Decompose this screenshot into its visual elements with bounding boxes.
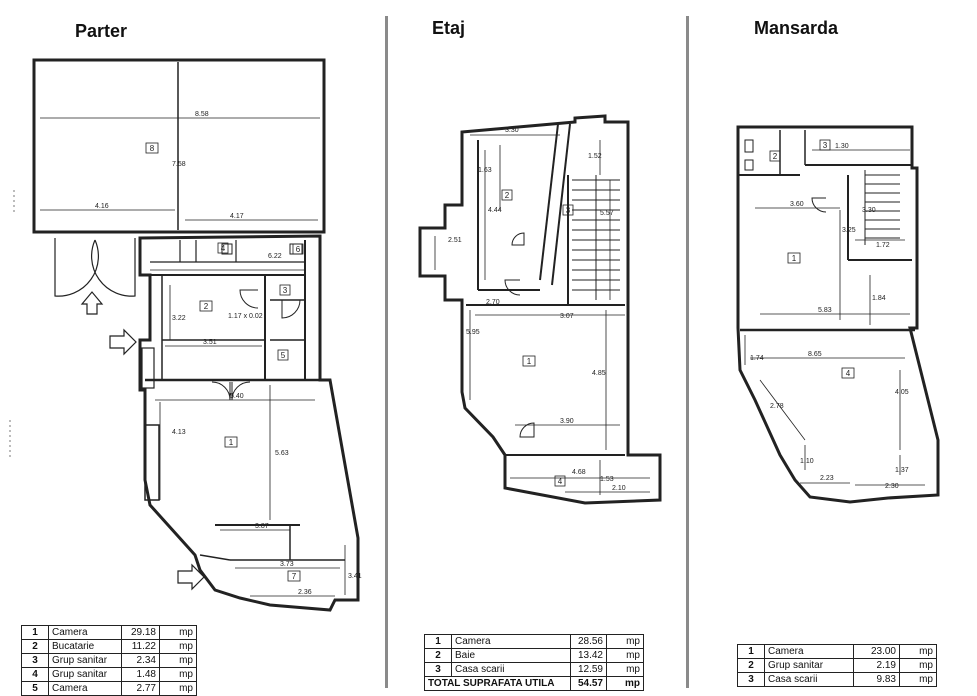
mansarda-dim-865: 8.65 [808, 351, 822, 358]
mansarda-dim-583: 5.83 [818, 307, 832, 314]
parter-dim-622: 6.22 [268, 253, 282, 260]
parter-dimensions: 8.58 7.58 4.16 4.17 3.22 1.17 x 0.02 3.5… [95, 111, 362, 596]
parter-room-1-label: 1 [229, 438, 234, 447]
parter-dim-341: 3.41 [348, 573, 362, 580]
mansarda-outline [736, 125, 940, 504]
mansarda-dim-137: 1.37 [895, 467, 909, 474]
parter-dim-417: 4.17 [230, 213, 244, 220]
etaj-dim-210: 2.10 [612, 485, 626, 492]
mansarda-dim-184: 1.84 [872, 295, 886, 302]
etaj-dim-390: 3.90 [560, 418, 574, 425]
etaj-dimensions: 3.30 1.52 1.63 4.44 5.57 2.70 3.07 5.95 … [448, 127, 626, 492]
mansarda-dim-130: 1.30 [835, 143, 849, 150]
parter-room-5-label: 5 [281, 351, 286, 360]
mansarda-dim-110: 1.10 [800, 458, 814, 465]
mansarda-dim-330: 3.30 [862, 207, 876, 214]
etaj-dim-152: 1.52 [588, 153, 602, 160]
mansarda-dim-360: 3.60 [790, 201, 804, 208]
parter-dim-413: 4.13 [172, 429, 186, 436]
mansarda-dimensions: 1.30 3.60 3.30 3.25 1.72 1.84 5.83 1.74 … [750, 143, 909, 490]
parter-dim-top: 8.58 [195, 111, 209, 118]
mansarda-dim-174: 1.74 [750, 355, 764, 362]
etaj-room-1-label: 1 [527, 357, 532, 366]
parter-dim-387: 3.87 [255, 523, 269, 530]
parter-room-numbers: 8 2 3 4 5 6 1 7 [145, 142, 304, 582]
parter-dim-373: 3.73 [280, 561, 294, 568]
mansarda-room-2-label: 2 [773, 152, 778, 161]
parter-dim-height: 7.58 [172, 161, 186, 168]
divider-left [385, 16, 388, 688]
parter-heading: Parter [75, 21, 128, 41]
parter-room-8-label: 8 [150, 144, 155, 153]
parter-dim-117: 1.17 x 0.02 [228, 313, 263, 320]
parter-room-6-label: 6 [296, 245, 301, 254]
parter-room-8-outline [32, 58, 326, 234]
etaj-dim-485: 4.85 [592, 370, 606, 377]
parter-dim-540: 5.40 [230, 393, 244, 400]
etaj-room-2-label: 2 [505, 191, 510, 200]
etaj-dim-307: 3.07 [560, 313, 574, 320]
mansarda-dim-223: 2.23 [820, 475, 834, 482]
parter-room-2-label: 2 [204, 302, 209, 311]
mansarda-plan [736, 125, 940, 504]
mansarda-room-3-label: 3 [823, 141, 828, 150]
mansarda-heading: Mansarda [754, 18, 839, 38]
parter-dim-322: 3.22 [172, 315, 186, 322]
mansarda-room-1-label: 1 [792, 254, 797, 263]
parter-dim-563: 5.63 [275, 450, 289, 457]
etaj-dim-251: 2.51 [448, 237, 462, 244]
etaj-room-numbers: 2 3 1 4 [501, 189, 574, 487]
parter-plan [9, 58, 360, 612]
parter-outline [138, 234, 360, 612]
mansarda-dim-278: 2.78 [770, 403, 784, 410]
mansarda-room-4-label: 4 [846, 369, 851, 378]
parter-room-7-label: 7 [292, 572, 297, 581]
etaj-heading: Etaj [432, 18, 466, 38]
mansarda-dim-230: 2.30 [885, 483, 899, 490]
etaj-dim-595: 5.95 [466, 329, 480, 336]
etaj-dim-153: 1.53 [600, 476, 614, 483]
parter-entrance-arrow-1 [80, 291, 104, 315]
parter-entrance-arrow-2 [109, 328, 137, 356]
etaj-dim-270: 2.70 [486, 299, 500, 306]
etaj-dim-163: 1.63 [478, 167, 492, 174]
mansarda-dim-405: 4.05 [895, 389, 909, 396]
etaj-dim-444: 4.44 [488, 207, 502, 214]
etaj-outline [418, 114, 662, 505]
etaj-room-3-label: 3 [566, 206, 571, 215]
parter-dim-236: 2.36 [298, 589, 312, 596]
etaj-dim-557: 5.57 [600, 210, 614, 217]
mansarda-room-numbers: 2 3 1 4 [769, 139, 855, 379]
parter-dim-351: 3.51 [203, 339, 217, 346]
mansarda-dim-172: 1.72 [876, 242, 890, 249]
etaj-plan [418, 114, 662, 505]
parter-dim-416: 4.16 [95, 203, 109, 210]
parter-room-4-label: 4 [221, 244, 226, 253]
etaj-room-4-label: 4 [558, 477, 563, 486]
divider-right [686, 16, 689, 688]
parter-room-3-label: 3 [283, 286, 288, 295]
etaj-dim-468: 4.68 [572, 469, 586, 476]
parter-entrance-arrow-3 [177, 563, 205, 591]
etaj-dim-330: 3.30 [505, 127, 519, 134]
mansarda-dim-325: 3.25 [842, 227, 856, 234]
